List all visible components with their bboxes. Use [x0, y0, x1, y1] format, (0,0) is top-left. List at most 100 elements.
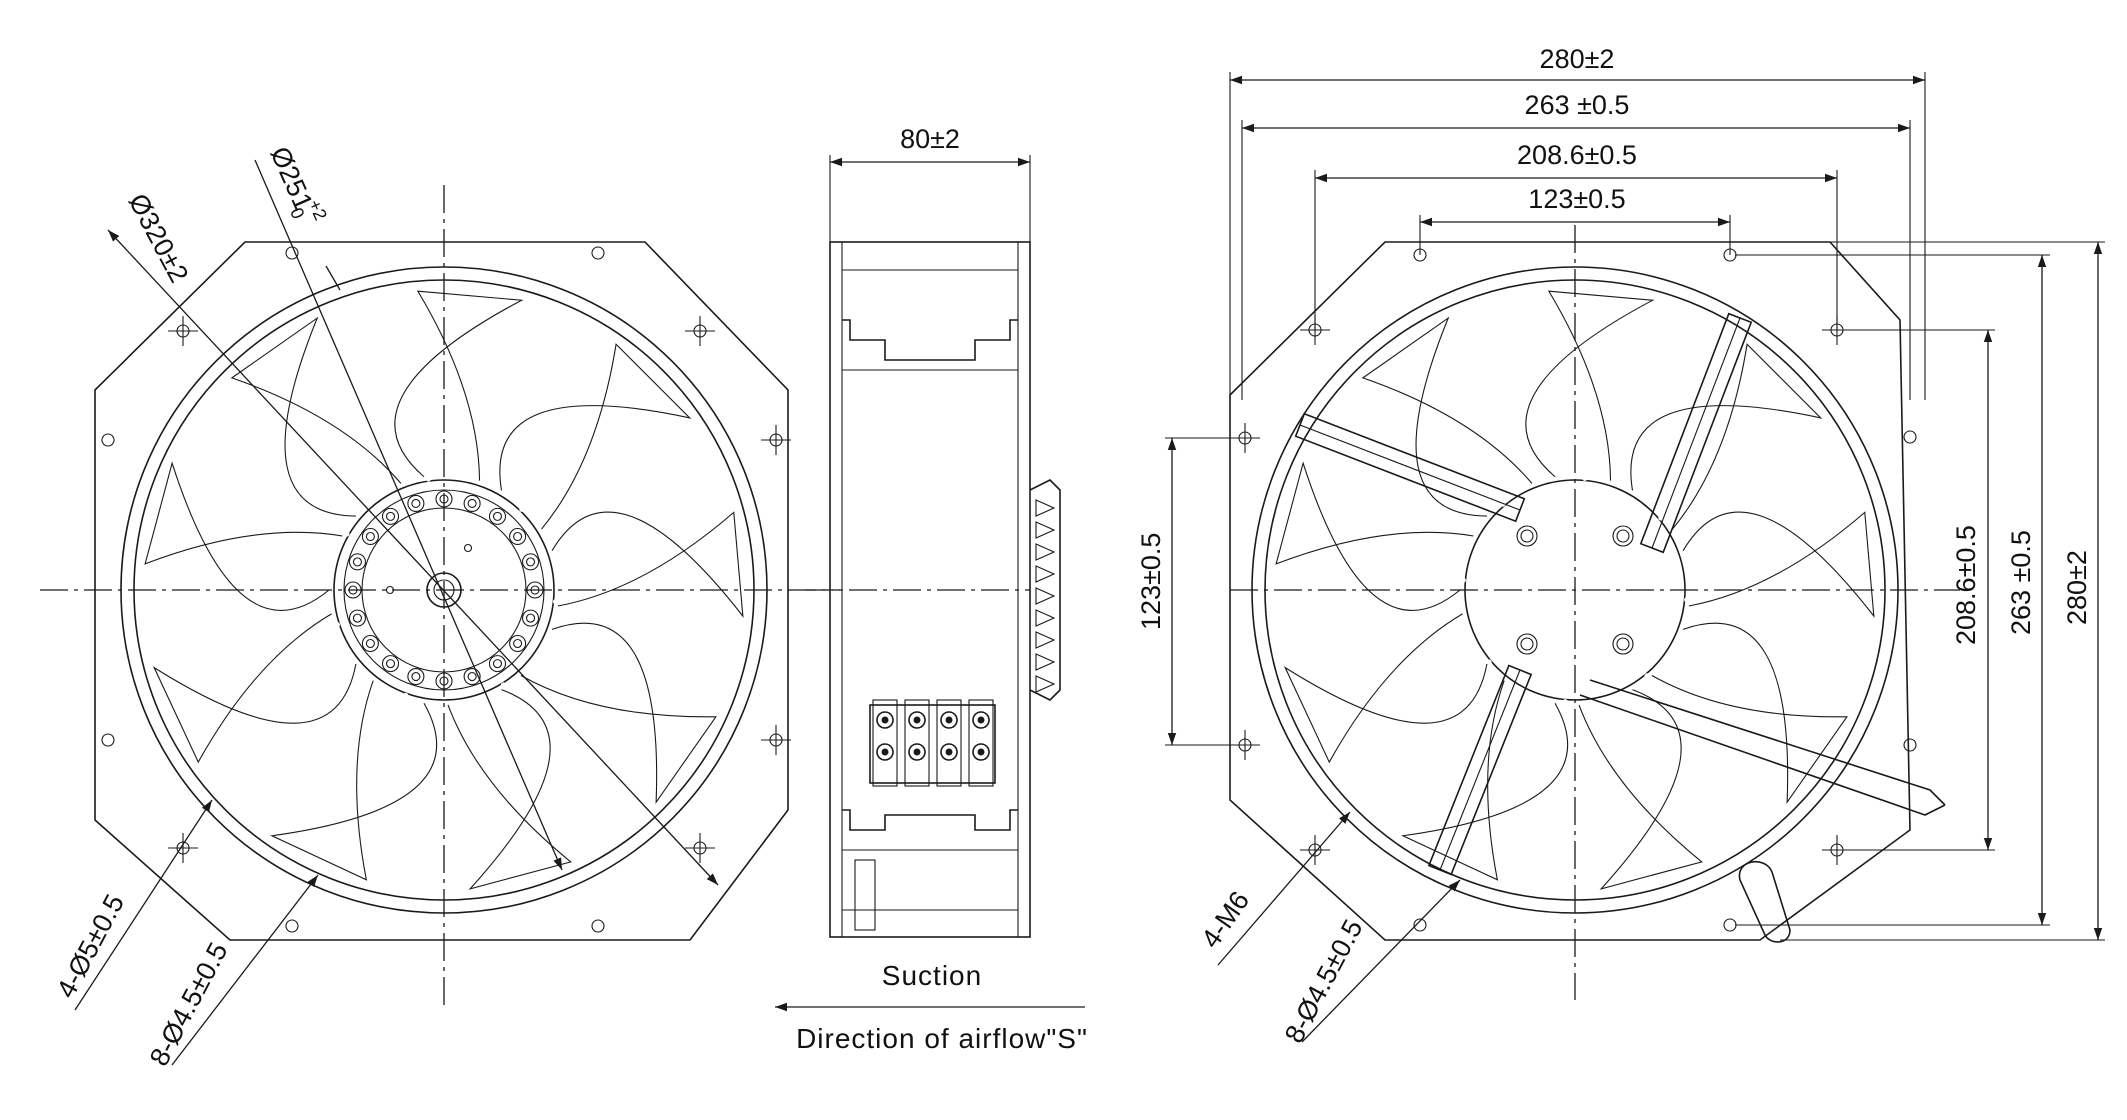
front-hub-tab-fill	[393, 692, 409, 725]
rear-strut-rib	[1651, 317, 1741, 549]
dia-251-leader-2	[325, 265, 341, 291]
front-hole-small	[591, 919, 605, 933]
rear-dim-280-right: 280±2	[2062, 550, 2092, 625]
rear-blade	[1283, 613, 1488, 764]
front-hub-screw-hole-inner	[513, 638, 523, 649]
rear-hub-m6-holes	[1516, 525, 1634, 655]
rear-hole-small	[1903, 430, 1917, 444]
terminal-slot	[904, 699, 930, 787]
front-hole-small	[285, 919, 299, 933]
side-grille-fins	[1035, 499, 1056, 693]
front-hub-screw-hole-inner	[467, 498, 477, 509]
side-grille-fin	[1035, 631, 1056, 649]
rear-blade	[1401, 680, 1569, 881]
front-blade	[270, 680, 438, 881]
front-hub-tab-fill	[308, 622, 340, 636]
front-hub-tab-fill	[422, 448, 431, 482]
terminal-screw	[876, 743, 894, 761]
front-hub-screw-hole-inner	[525, 557, 536, 567]
rear-blade	[1275, 461, 1474, 611]
rear-blade	[1651, 622, 1848, 804]
rear-hub-m6-hole-inner	[1616, 637, 1630, 651]
airflow-label: Direction of airflow"S"	[796, 1023, 1088, 1054]
front-hub-screw-hole-inner	[525, 613, 536, 623]
front-hub-screw-hole-inner	[365, 531, 375, 542]
dia-320-leader	[107, 229, 719, 886]
front-view: Ø320±2 Ø251 +2 0 4-Ø5±0.5 8-Ø4.5±0.5	[40, 142, 840, 1071]
rear-blade	[1630, 343, 1823, 530]
front-hub-screw-hole-inner	[492, 511, 503, 521]
front-blade	[230, 316, 402, 517]
front-hub-screw-hole	[463, 494, 481, 513]
rear-hub-tab-fill	[1684, 597, 1712, 605]
terminal-screw	[940, 711, 958, 729]
terminal-screw-center	[977, 748, 985, 756]
front-hole-small	[101, 433, 115, 447]
front-hub-screw-hole	[521, 553, 540, 571]
terminal-slot	[936, 699, 962, 787]
rear-dim-263-top: 263 ±0.5	[1525, 90, 1630, 120]
terminal-screw-center	[913, 716, 921, 724]
terminal-screw-center	[977, 716, 985, 724]
holes-small-label: 8-Ø4.5±0.5	[144, 938, 234, 1071]
rear-hub-tab-fill	[1582, 453, 1590, 481]
rear-dim-208-right: 208.6±0.5	[1951, 525, 1981, 645]
rear-struts	[1294, 312, 1753, 876]
rear-hub-tab-fill	[1658, 500, 1681, 521]
terminal-screw-center	[913, 748, 921, 756]
front-hub-screw-hole-inner	[365, 638, 375, 649]
front-hub-screw-hole	[509, 527, 527, 546]
side-view: 80±2 Suction Direction of airflow"S"	[775, 124, 1088, 1054]
side-grille-fin	[1035, 609, 1056, 627]
rear-hole-small	[1903, 738, 1917, 752]
rear-cable	[1579, 679, 1946, 816]
rear-strut	[1427, 664, 1533, 876]
terminal-screw-center	[945, 716, 953, 724]
terminal-slot	[872, 699, 898, 787]
rear-dim-208-top: 208.6±0.5	[1517, 140, 1637, 170]
front-hub-screw-hole	[488, 507, 507, 525]
rear-hub-m6-hole-inner	[1520, 637, 1534, 651]
terminal-screw	[972, 743, 990, 761]
side-grille-fin	[1035, 653, 1056, 671]
side-grille-fin	[1035, 521, 1056, 539]
rear-view: 280±2 263 ±0.5 208.6±0.5 123±0.5 123±0.5…	[1136, 44, 2105, 1048]
terminal-block	[869, 699, 996, 787]
rear-strut-rib	[1439, 669, 1521, 871]
side-grille-fin	[1035, 543, 1056, 561]
front-hub-screw-hole-inner	[513, 531, 523, 542]
rear-blade	[1361, 316, 1533, 517]
dia-251-label: Ø251 +2 0	[265, 142, 331, 223]
terminal-screw	[940, 743, 958, 761]
rear-holes-small-label: 8-Ø4.5±0.5	[1279, 915, 1369, 1048]
terminal-block-body	[869, 704, 996, 784]
front-blade	[144, 461, 343, 611]
rear-dim-123-top: 123±0.5	[1528, 184, 1625, 214]
rear-blades	[1275, 290, 1875, 890]
terminal-screw	[972, 711, 990, 729]
front-blade	[551, 511, 744, 618]
rear-housing-outline	[1229, 241, 1911, 941]
rear-dim-263-right: 263 ±0.5	[2006, 530, 2036, 635]
terminal-screw-center	[881, 716, 889, 724]
rear-strut-rib	[1299, 424, 1521, 511]
rear-lug	[1738, 860, 1791, 943]
front-hub-screw-hole	[348, 609, 367, 627]
holes-large-leader	[74, 799, 213, 1011]
front-hub-screw-hole	[488, 655, 507, 673]
rear-hub-tabs	[1438, 453, 1712, 727]
side-motor-grille	[1029, 479, 1061, 701]
front-hub-screw-hole	[361, 634, 379, 653]
side-grille-fin	[1035, 499, 1056, 517]
side-depth-label: 80±2	[900, 124, 960, 154]
terminal-screw	[908, 711, 926, 729]
terminal-slot	[968, 699, 994, 787]
rear-hub-m6-hole-inner	[1520, 529, 1534, 543]
front-hub-dot-2	[463, 543, 473, 553]
front-hub-screw-hole-inner	[385, 659, 396, 669]
side-grille-fin	[1035, 587, 1056, 605]
dia-320-label: Ø320±2	[123, 189, 195, 288]
rear-blade	[1578, 689, 1703, 890]
thread-holes-leader	[1217, 811, 1351, 966]
